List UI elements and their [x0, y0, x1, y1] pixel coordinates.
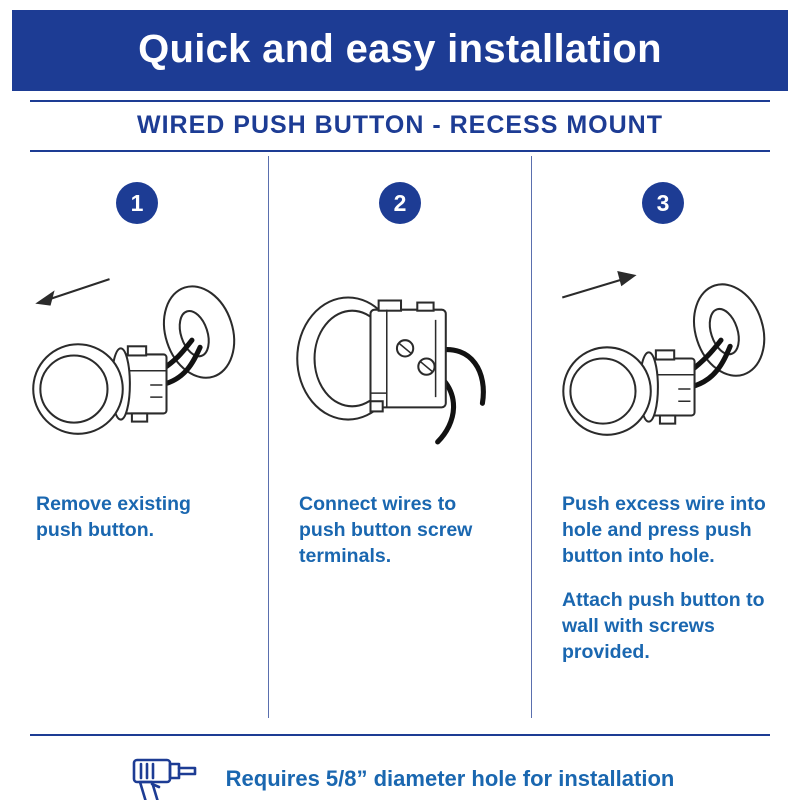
step-3-illustration — [532, 224, 794, 492]
push-into-hole-icon — [561, 271, 766, 436]
connect-wires-icon — [296, 296, 486, 445]
subtitle: WIRED PUSH BUTTON - RECESS MOUNT — [137, 111, 663, 139]
step-1-illustration — [6, 224, 268, 492]
remove-push-button-icon — [32, 278, 236, 435]
drill-icon — [132, 758, 196, 800]
steps-row: 1 — [6, 156, 794, 718]
step-1-text: Remove existing push button. — [6, 492, 268, 562]
step-2-illustration — [269, 224, 531, 492]
step-3-text: Push excess wire into hole and press pus… — [532, 492, 794, 684]
step-column-3: 3 — [532, 156, 794, 718]
page-title: Quick and easy installation — [12, 10, 788, 91]
footer-divider — [30, 734, 770, 736]
footer-note: Requires 5/8” diameter hole for installa… — [225, 766, 675, 791]
step-instruction: Connect wires to push button screw termi… — [299, 493, 473, 567]
step-instruction: Push excess wire into hole and press pus… — [562, 493, 766, 567]
step-instruction: Remove existing push button. — [36, 493, 191, 541]
step-column-1: 1 — [6, 156, 268, 718]
subtitle-band: WIRED PUSH BUTTON - RECESS MOUNT — [30, 100, 770, 152]
step-number-badge: 2 — [379, 182, 421, 224]
step-column-2: 2 — [268, 156, 532, 718]
step-instruction: Attach push button to wall with screws p… — [562, 588, 765, 663]
step-number-badge: 1 — [116, 182, 158, 224]
step-number-badge: 3 — [642, 182, 684, 224]
step-number: 3 — [656, 189, 670, 216]
step-number: 2 — [393, 189, 407, 216]
footer: Requires 5/8” diameter hole for installa… — [0, 736, 800, 800]
step-2-text: Connect wires to push button screw termi… — [269, 492, 531, 588]
step-number: 1 — [130, 189, 144, 216]
